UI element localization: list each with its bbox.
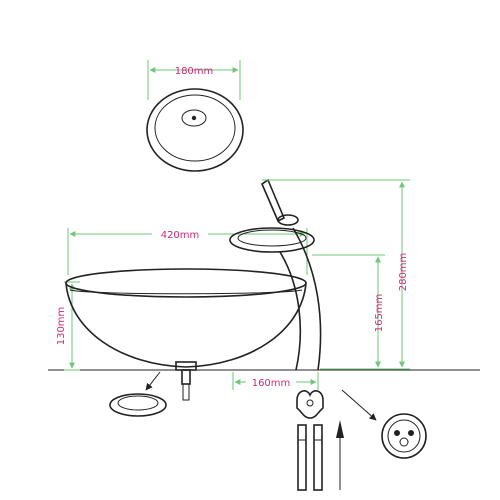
drain-cap-icon <box>109 393 167 417</box>
base-plate-icon <box>381 413 427 459</box>
hose-left-icon <box>297 424 307 491</box>
drain-diameter-label: 180mm <box>175 66 214 77</box>
basin-side-view: 420mm 130mm <box>56 226 308 371</box>
mounting-bracket-icon <box>296 390 324 419</box>
faucet-fittings <box>296 389 427 491</box>
faucet-height-label: 280mm <box>398 253 409 292</box>
faucet-offset-label: 160mm <box>252 378 291 389</box>
basin-top-view: 180mm <box>146 60 244 172</box>
drain-assembly <box>109 361 197 417</box>
faucet-lever-icon <box>261 178 286 223</box>
basin-width-label: 420mm <box>161 230 200 241</box>
basin-height-label: 130mm <box>56 307 67 346</box>
hose-right-icon <box>313 424 323 491</box>
faucet-side-view: 280mm 165mm 160mm <box>229 178 410 390</box>
spout-height-label: 165mm <box>374 294 385 333</box>
threaded-rod-icon <box>336 420 344 438</box>
drain-hole-icon <box>191 115 197 121</box>
